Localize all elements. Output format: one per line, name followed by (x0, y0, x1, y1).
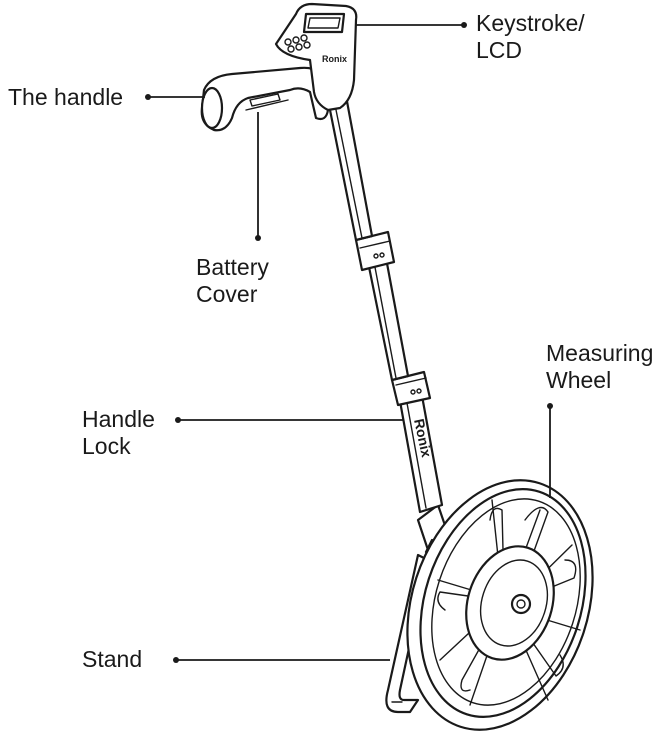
leader-lines (145, 22, 553, 663)
label-keystroke-lcd: Keystroke/ LCD (476, 10, 585, 63)
upper-lock (354, 230, 396, 272)
shaft-lower: Ronix (396, 383, 444, 514)
handle-lock (390, 370, 432, 407)
label-the-handle: The handle (8, 84, 124, 110)
label-measuring-wheel: Measuring Wheel (546, 340, 654, 393)
label-battery-cover: Battery Cover (196, 254, 269, 307)
display-head: Ronix (274, 2, 358, 112)
label-handle-lock: Handle Lock (82, 406, 155, 459)
label-stand: Stand (82, 646, 143, 672)
shaft-upper (326, 94, 374, 242)
measuring-wheel (406, 479, 594, 731)
brand-text-head: Ronix (322, 54, 347, 64)
shaft-middle (366, 256, 410, 382)
handle (200, 66, 330, 132)
brand-text: Ronix (411, 417, 435, 459)
